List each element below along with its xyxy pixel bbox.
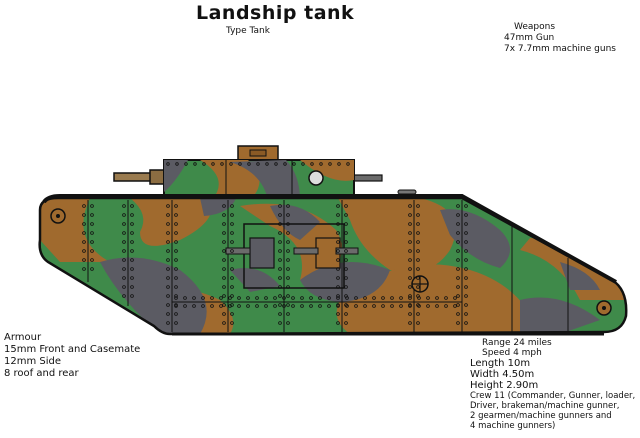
armour-roof: 8 roof and rear [4, 368, 79, 379]
speed-text: Speed 4 mph [482, 348, 542, 358]
sponson-door [225, 223, 359, 289]
weapons-heading: Weapons [514, 22, 556, 32]
crew-line-3: 2 gearmen/machine gunners and [470, 411, 612, 421]
crew-line-2: Driver, brakeman/machine gunner, [470, 401, 620, 411]
main-gun [113, 169, 167, 185]
drive-sprocket-icon [411, 275, 429, 293]
width-text: Width 4.50m [470, 369, 535, 380]
casemate [163, 159, 355, 201]
armour-heading: Armour [4, 332, 42, 343]
armour-front: 15mm Front and Casemate [4, 344, 141, 355]
height-text: Height 2.90m [470, 380, 539, 391]
command-cupola [237, 145, 279, 163]
range-text: Range 24 miles [482, 338, 552, 348]
armour-block: Armour 15mm Front and Casemate 12mm Side… [4, 332, 140, 380]
page-title: Landship tank [196, 2, 355, 24]
hull [38, 194, 628, 336]
page-subtitle: Type Tank [226, 26, 270, 36]
armour-side: 12mm Side [4, 356, 62, 367]
weapons-machine-guns: 7x 7.7mm machine guns [504, 44, 616, 54]
length-text: Length 10m [470, 358, 531, 369]
weapons-block: Weapons 47mm Gun 7x 7.7mm machine guns [504, 22, 616, 55]
dimensions-block: Length 10m Width 4.50m Height 2.90m Crew… [470, 358, 635, 431]
rivet-pattern [82, 162, 468, 325]
weapons-main-gun: 47mm Gun [504, 33, 555, 43]
performance-block: Range 24 miles Speed 4 mph [482, 338, 552, 358]
crew-line-4: 4 machine gunners) [470, 421, 556, 431]
crew-line-1: Crew 11 (Commander, Gunner, loader, [470, 391, 636, 401]
vision-port-icon [308, 170, 324, 186]
